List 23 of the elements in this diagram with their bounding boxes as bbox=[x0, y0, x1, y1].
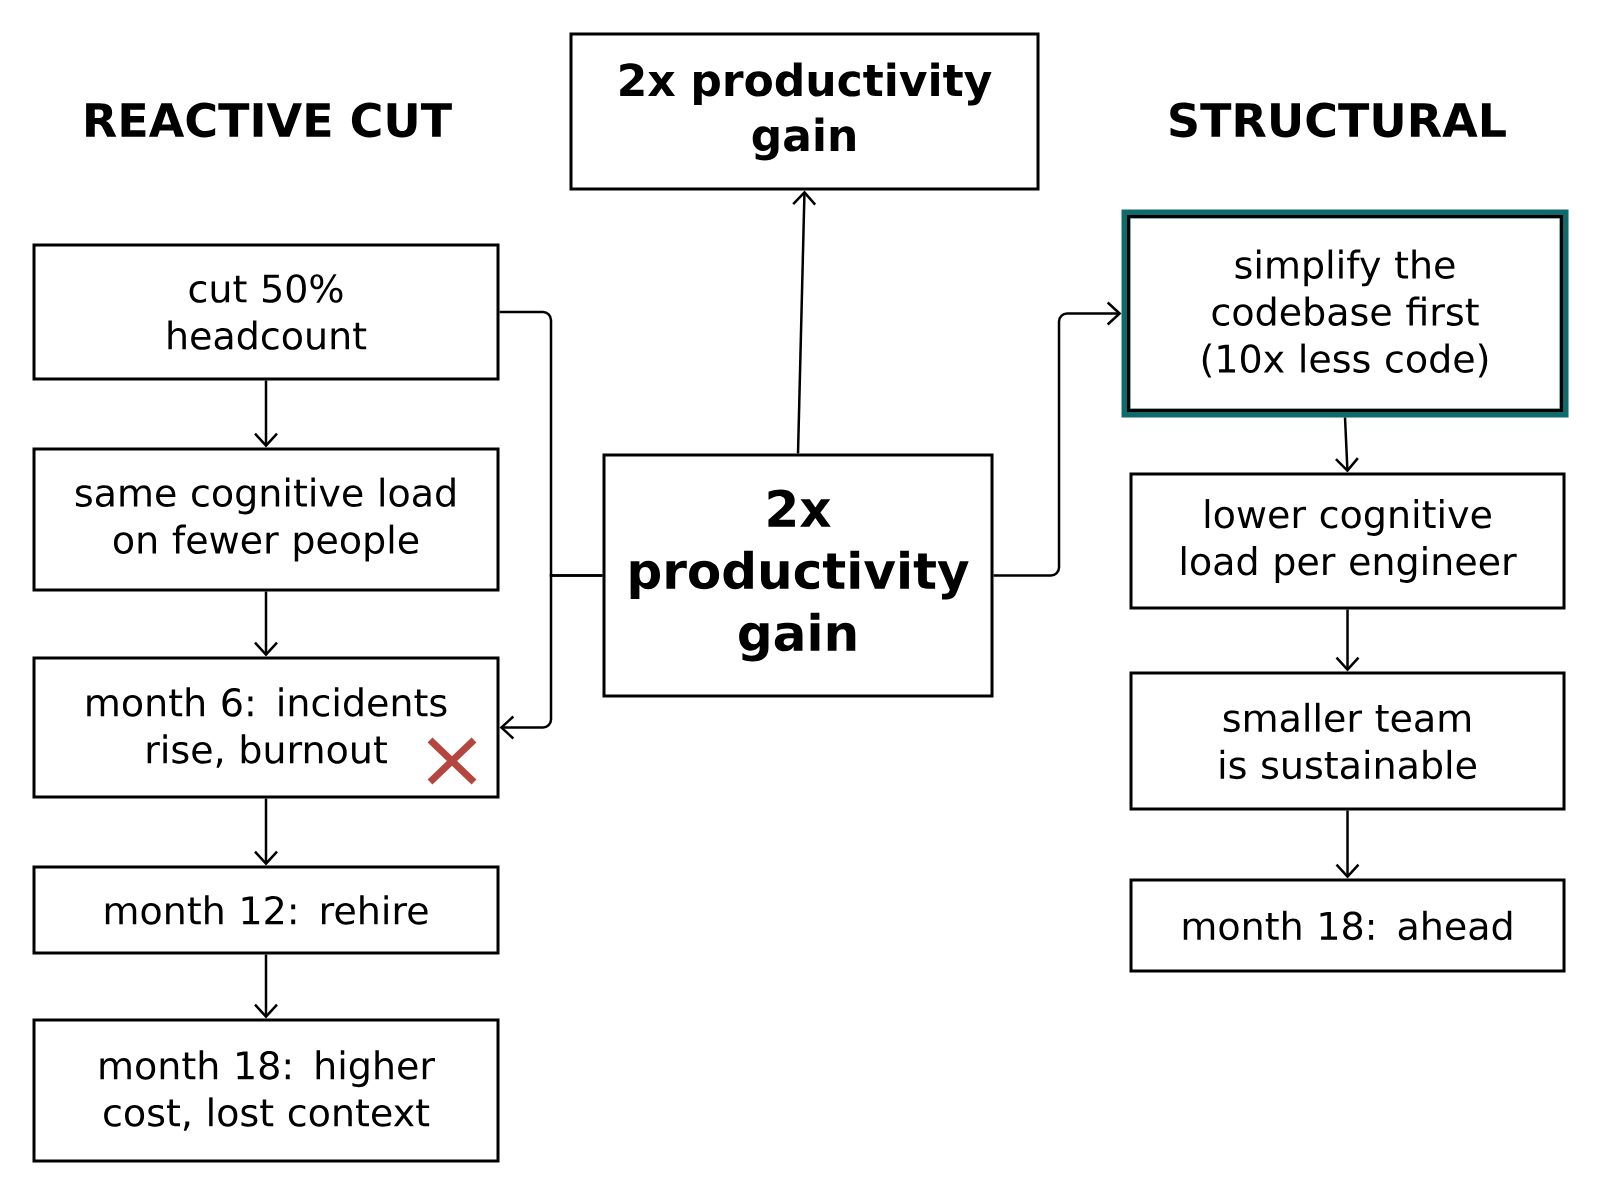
arrow bbox=[254, 591, 278, 657]
arrow bbox=[993, 301, 1122, 577]
arrow bbox=[1335, 417, 1359, 473]
arrow bbox=[1335, 609, 1360, 672]
process-box: same cognitive load on fewer people bbox=[32, 447, 500, 592]
process-box: month 12: rehire bbox=[32, 865, 500, 955]
process-box: smaller team is sustainable bbox=[1129, 671, 1566, 811]
arrow bbox=[499, 574, 603, 740]
process-box: 2x productivity gain bbox=[602, 453, 994, 698]
arrow bbox=[792, 190, 817, 454]
process-box: 2x productivity gain bbox=[569, 32, 1040, 191]
process-box: lower cognitive load per engineer bbox=[1129, 472, 1566, 610]
process-box: month 18: ahead bbox=[1129, 878, 1566, 973]
process-box: month 18: higher cost, lost context bbox=[32, 1018, 500, 1163]
highlighted-box: simplify the codebase first (10x less code) bbox=[1121, 209, 1569, 418]
arrow bbox=[254, 954, 278, 1019]
column-heading: REACTIVE CUT bbox=[86, 102, 452, 138]
arrow bbox=[1335, 810, 1360, 879]
process-box: month 6: incidents rise, burnout bbox=[32, 656, 500, 799]
column-heading: STRUCTURAL bbox=[1170, 102, 1506, 138]
arrow bbox=[254, 380, 278, 448]
arrow bbox=[254, 798, 278, 866]
process-box: cut 50% headcount bbox=[32, 243, 500, 381]
